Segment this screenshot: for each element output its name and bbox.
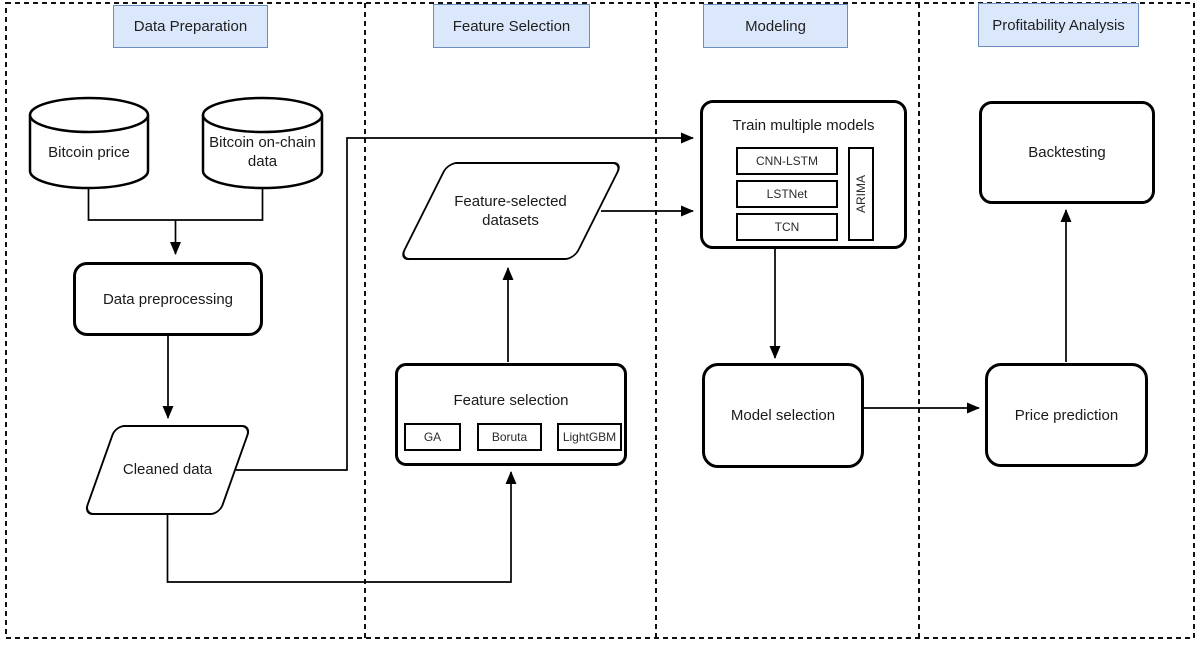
data-preprocessing-node: Data preprocessing xyxy=(73,262,263,336)
bitcoin-onchain-label: Bitcoin on-chain data xyxy=(209,133,316,171)
backtesting-node: Backtesting xyxy=(979,101,1155,204)
model-cnn-lstm-box: CNN-LSTM xyxy=(736,147,838,175)
outer-dashed-border xyxy=(5,2,1195,639)
edge-cleaned-to-featureselection xyxy=(166,471,517,583)
price-prediction-node: Price prediction xyxy=(985,363,1148,467)
method-boruta-box: Boruta xyxy=(477,423,542,451)
model-selection-node: Model selection xyxy=(702,363,864,468)
phase-header-data-preparation: Data Preparation xyxy=(113,5,268,48)
model-arima-box: ARIMA xyxy=(848,147,874,241)
bitcoin-price-cylinder xyxy=(28,96,150,190)
method-ga-box: GA xyxy=(404,423,461,451)
edge-merge-sources xyxy=(87,188,264,221)
train-multiple-models-node: Train multiple models CNN-LSTM LSTNet TC… xyxy=(700,100,907,249)
feature-selection-title: Feature selection xyxy=(453,392,569,409)
cleaned-data-label: Cleaned data xyxy=(122,461,213,479)
bitcoin-onchain-cylinder xyxy=(201,96,324,190)
phase-header-feature-selection: Feature Selection xyxy=(433,4,590,48)
feature-selection-node: Feature selection GA Boruta LightGBM xyxy=(395,363,627,466)
phase-header-profitability-analysis: Profitability Analysis xyxy=(978,3,1139,47)
feature-selected-datasets-label: Feature-selected datasets xyxy=(454,192,567,230)
model-lstnet-box: LSTNet xyxy=(736,180,838,208)
phase-header-modeling: Modeling xyxy=(703,4,848,48)
edge-cleaned-to-train xyxy=(236,132,694,471)
bitcoin-price-label: Bitcoin price xyxy=(48,144,130,162)
model-arima-label: ARIMA xyxy=(854,174,869,214)
model-tcn-box: TCN xyxy=(736,213,838,241)
train-multiple-models-title: Train multiple models xyxy=(732,117,875,134)
method-lightgbm-box: LightGBM xyxy=(557,423,622,451)
